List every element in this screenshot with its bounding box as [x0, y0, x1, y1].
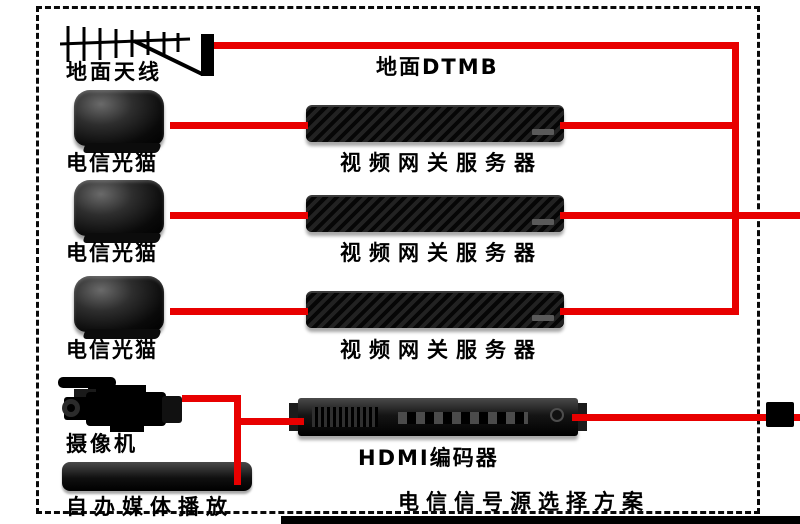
line-bracket-vertical	[234, 395, 241, 485]
encoder-ports	[398, 412, 528, 424]
encoder-label: HDMI编码器	[358, 446, 499, 470]
line-camera-to-bracket	[182, 395, 241, 402]
modem-1-label: 电信光猫	[66, 151, 158, 175]
encoder-rack-ear-left	[289, 403, 298, 431]
line-modem3-to-server3	[170, 308, 308, 315]
camera-label: 摄像机	[66, 432, 138, 456]
modem-2-icon	[74, 180, 164, 236]
antenna-label: 地面天线	[66, 60, 162, 84]
line-server2-to-right-edge	[560, 212, 800, 219]
modem-3-icon	[74, 276, 164, 332]
modem-2-label: 电信光猫	[66, 241, 158, 265]
line-server3-to-trunk	[560, 308, 739, 315]
line-right-trunk	[732, 42, 739, 315]
rf-connector-icon	[766, 402, 794, 427]
dtmb-label: 地面DTMB	[376, 55, 499, 79]
server-3-label: 视频网关服务器	[340, 338, 543, 362]
camera-icon	[58, 377, 182, 432]
diagram-dashed-border	[36, 6, 760, 514]
server-3-icon	[306, 291, 564, 328]
server-1-icon	[306, 105, 564, 142]
line-bracket-to-encoder	[234, 418, 304, 425]
scheme-title: 电信信号源选择方案	[398, 490, 650, 514]
modem-3-label: 电信光猫	[66, 338, 158, 362]
server-2-icon	[306, 195, 564, 232]
encoder-vents	[312, 407, 378, 427]
line-encoder-to-right-edge	[572, 414, 800, 421]
line-server1-to-trunk	[560, 122, 739, 129]
line-modem1-to-server1	[170, 122, 308, 129]
modem-1-icon	[74, 90, 164, 146]
server-1-label: 视频网关服务器	[340, 151, 543, 175]
server-2-label: 视频网关服务器	[340, 241, 543, 265]
bottom-black-strip	[281, 516, 800, 524]
hdmi-encoder-icon	[289, 398, 587, 436]
encoder-knob	[550, 408, 564, 422]
terrestrial-antenna-icon	[60, 26, 214, 76]
line-antenna-to-trunk	[214, 42, 739, 49]
media-player-label: 自办媒体播放	[66, 495, 234, 519]
line-modem2-to-server2	[170, 212, 308, 219]
media-player-icon	[62, 462, 252, 491]
